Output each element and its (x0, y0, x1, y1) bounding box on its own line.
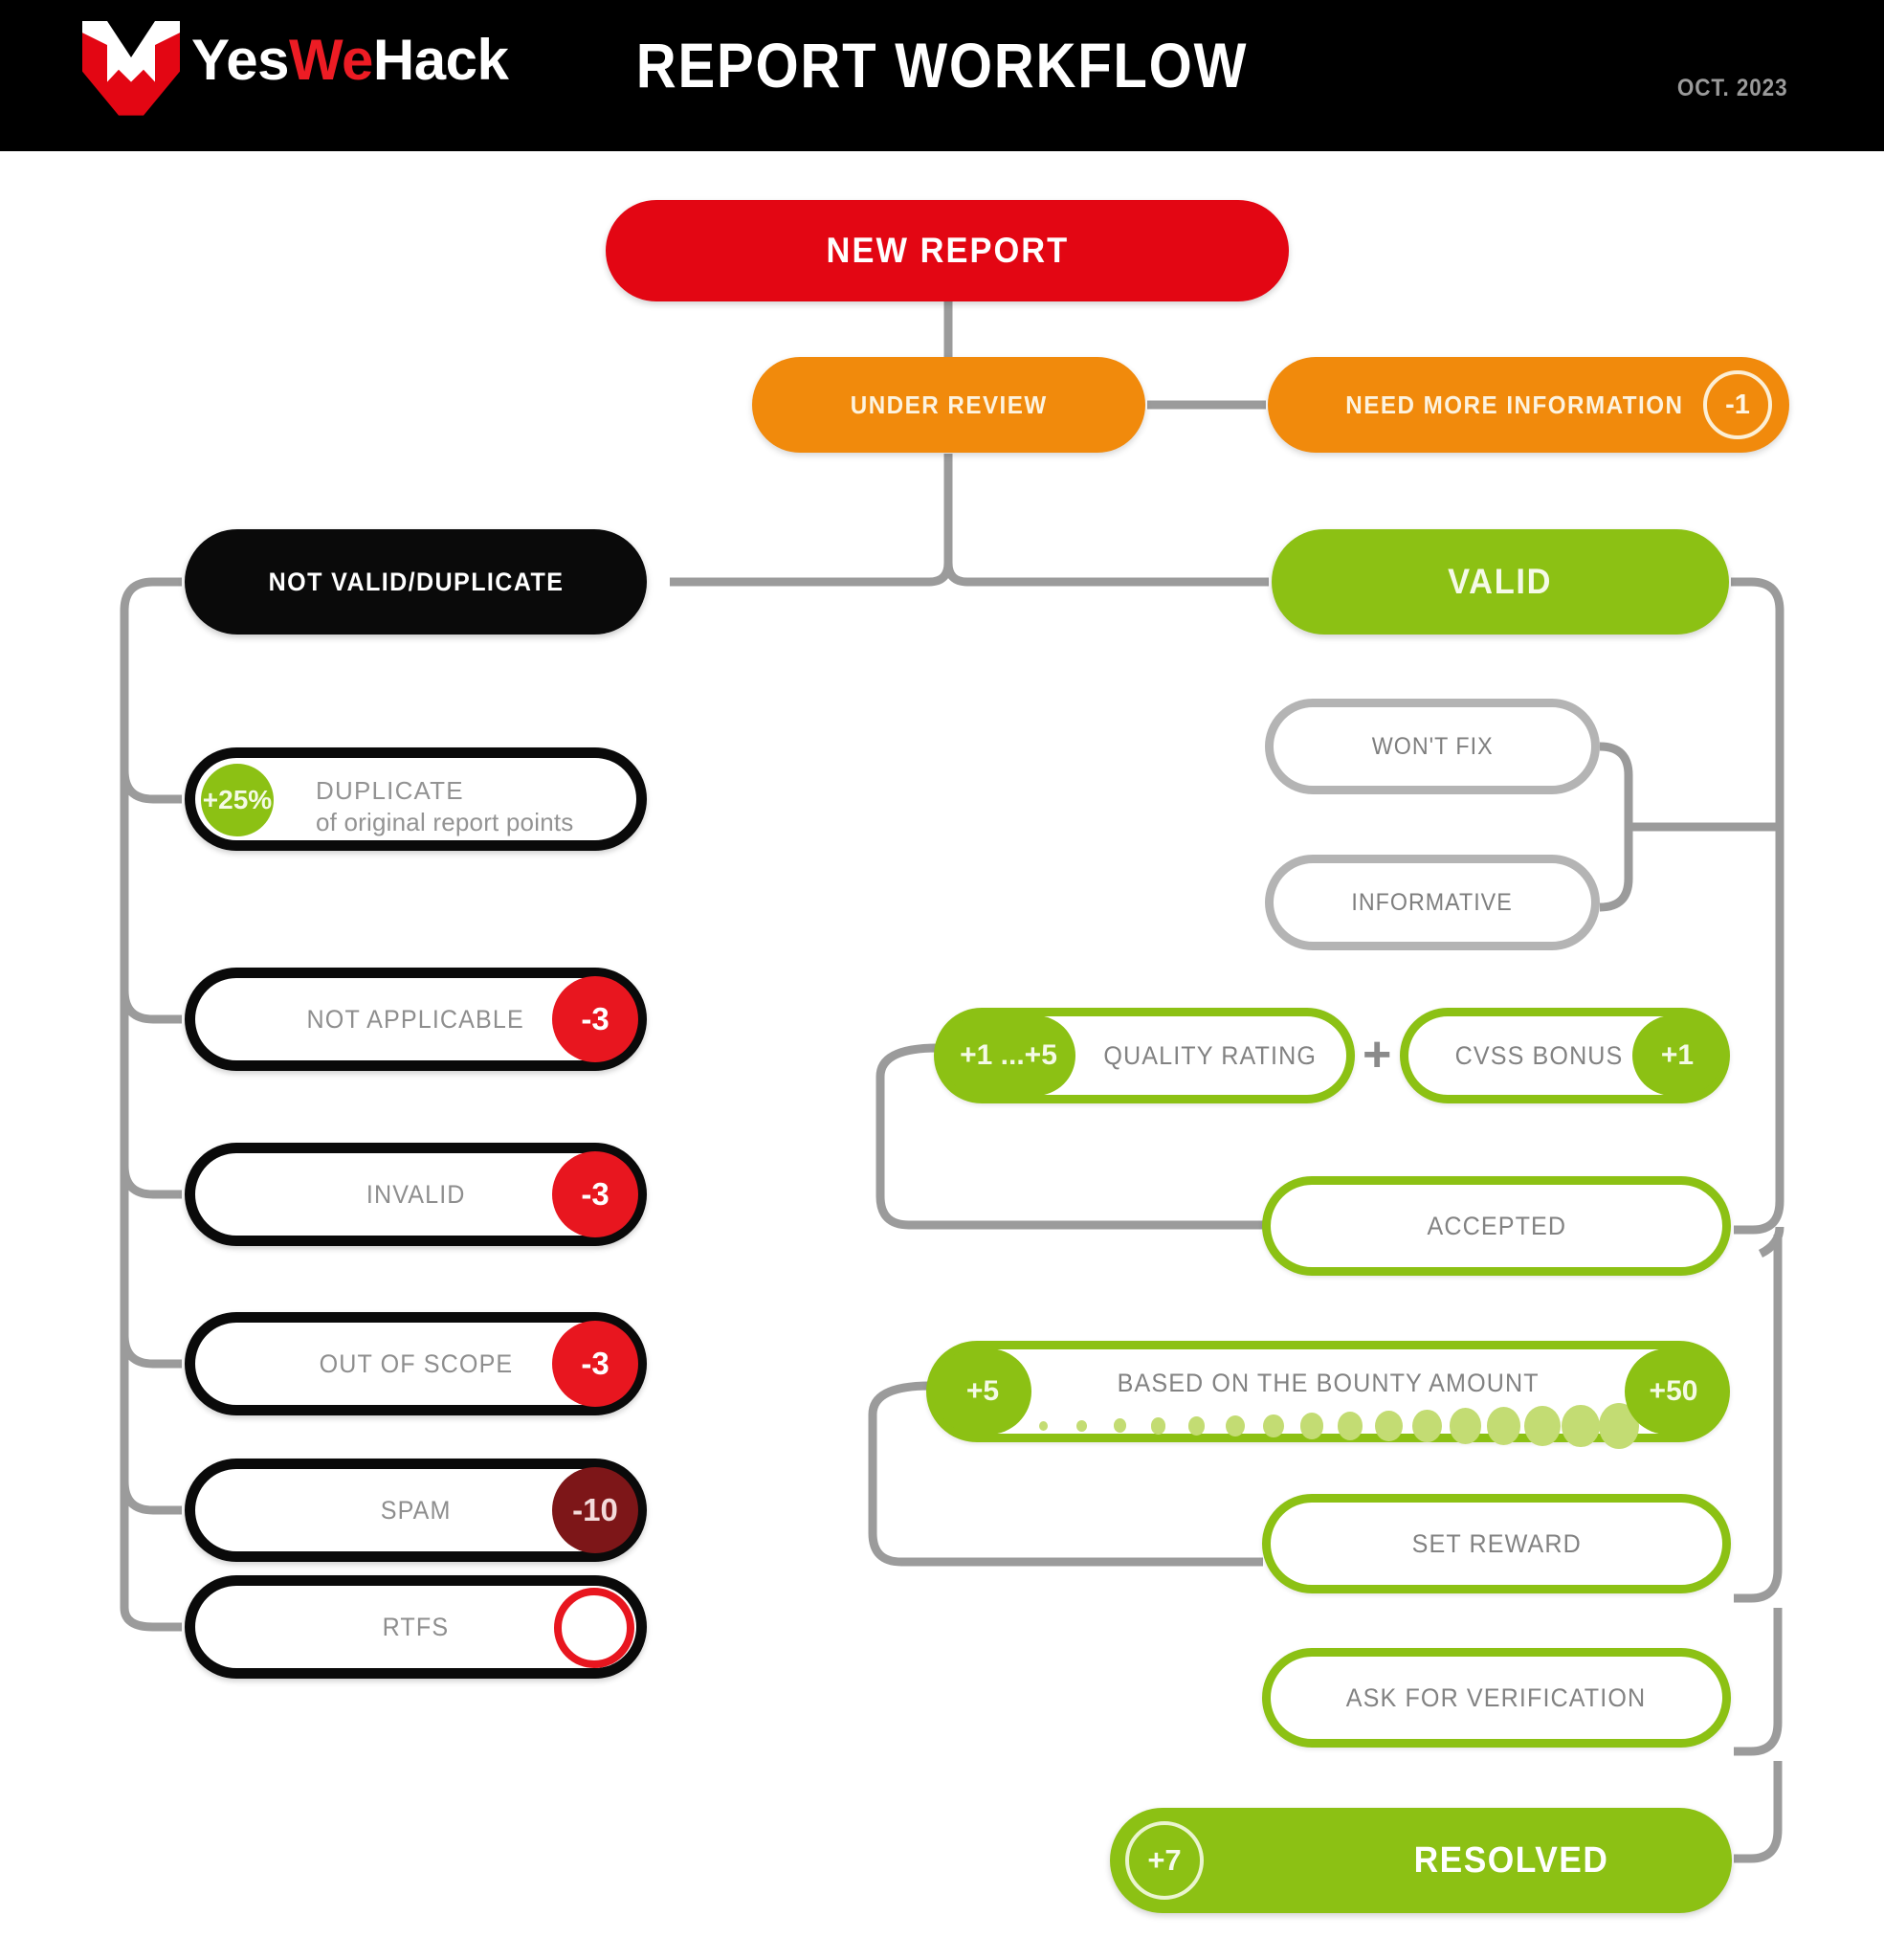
bounty-scale-dot (1486, 1407, 1521, 1445)
plus-operator: + (1363, 1027, 1392, 1082)
pill-not-applicable-label: NOT APPLICABLE (306, 1004, 525, 1034)
pill-invalid[interactable]: INVALID -3 (185, 1143, 647, 1246)
pill-accepted[interactable]: ACCEPTED (1262, 1176, 1731, 1276)
not-applicable-score-badge: -3 (552, 976, 638, 1062)
pill-spam-label: SPAM (380, 1495, 452, 1525)
node-resolved-label: RESOLVED (1413, 1839, 1609, 1881)
rtfs-score-badge (554, 1588, 634, 1668)
pill-invalid-label: INVALID (366, 1179, 466, 1209)
page-title: REPORT WORKFLOW (635, 30, 1249, 100)
pill-spam[interactable]: SPAM -10 (185, 1459, 647, 1562)
pill-rtfs[interactable]: RTFS (185, 1575, 647, 1679)
invalid-score-badge: -3 (552, 1151, 638, 1237)
pill-wont-fix[interactable]: WON'T FIX (1265, 699, 1600, 794)
resolved-score-badge: +7 (1125, 1821, 1204, 1900)
page-header: YesWeHack REPORT WORKFLOW OCT. 2023 (0, 0, 1884, 151)
duplicate-text-block: DUPLICATE of original report points (316, 775, 573, 838)
bounty-scale-dot (1337, 1412, 1363, 1440)
pill-out-of-scope-label: OUT OF SCOPE (319, 1348, 513, 1378)
bounty-scale-dot (1374, 1410, 1403, 1442)
pill-set-reward[interactable]: SET REWARD (1262, 1494, 1731, 1593)
bounty-max-score-badge: +50 (1625, 1348, 1722, 1435)
node-not-valid-duplicate-label: NOT VALID/DUPLICATE (268, 567, 564, 596)
brand-we: We (288, 28, 373, 92)
quality-rating-score-badge: +1 ...+5 (942, 1015, 1075, 1096)
bounty-scale-dot (1225, 1414, 1245, 1437)
node-new-report-label: NEW REPORT (826, 231, 1069, 270)
pill-ask-for-verification-label: ASK FOR VERIFICATION (1346, 1682, 1647, 1712)
bounty-scale-dot (1299, 1413, 1324, 1439)
bounty-scale-dot (1411, 1409, 1442, 1443)
pill-accepted-label: ACCEPTED (1427, 1211, 1566, 1240)
pill-cvss-bonus[interactable]: CVSS BONUS +1 (1400, 1008, 1730, 1103)
brand-wordmark: YesWeHack (191, 32, 509, 89)
node-valid[interactable]: VALID (1272, 529, 1729, 635)
node-need-more-information-label: NEED MORE INFORMATION (1345, 390, 1684, 419)
bounty-scale-dot (1038, 1420, 1048, 1432)
node-under-review-label: UNDER REVIEW (850, 390, 1048, 419)
out-of-scope-score-badge: -3 (552, 1321, 638, 1407)
need-more-information-score-badge: -1 (1703, 370, 1772, 439)
node-not-valid-duplicate[interactable]: NOT VALID/DUPLICATE (185, 529, 647, 635)
bounty-scale-dot (1449, 1408, 1482, 1444)
bounty-scale-dot (1561, 1404, 1600, 1448)
bounty-min-score-badge: +5 (934, 1348, 1031, 1435)
pill-duplicate[interactable]: +25% DUPLICATE of original report points (185, 747, 647, 851)
brand-hack: Hack (372, 28, 509, 92)
node-new-report[interactable]: NEW REPORT (606, 200, 1289, 301)
bounty-scale-dot (1523, 1405, 1561, 1447)
bounty-scale-dot (1187, 1416, 1206, 1436)
node-under-review[interactable]: UNDER REVIEW (752, 357, 1145, 453)
brand-yes: Yes (191, 28, 289, 92)
duplicate-sublabel: of original report points (316, 807, 574, 836)
pill-rtfs-label: RTFS (382, 1612, 450, 1641)
duplicate-score-badge: +25% (201, 764, 274, 836)
node-resolved[interactable]: RESOLVED +7 (1110, 1808, 1732, 1913)
bounty-scale-dots (935, 1349, 1721, 1449)
pill-informative[interactable]: INFORMATIVE (1265, 855, 1600, 950)
pill-quality-rating-label: QUALITY RATING (1103, 1040, 1317, 1070)
bounty-scale-dot (1262, 1414, 1284, 1438)
pill-informative-label: INFORMATIVE (1351, 888, 1514, 916)
spam-score-badge: -10 (552, 1467, 638, 1553)
pill-quality-rating[interactable]: QUALITY RATING +1 ...+5 (934, 1008, 1355, 1103)
pill-wont-fix-label: WON'T FIX (1371, 732, 1494, 760)
bounty-scale-dot (1113, 1418, 1126, 1434)
bounty-scale-dot (1075, 1419, 1087, 1433)
node-need-more-information[interactable]: NEED MORE INFORMATION -1 (1268, 357, 1789, 453)
pill-cvss-bonus-label: CVSS BONUS (1454, 1040, 1624, 1070)
yeswehack-logo-icon (78, 19, 184, 129)
pill-set-reward-label: SET REWARD (1411, 1528, 1582, 1558)
pill-bounty-amount-label: BASED ON THE BOUNTY AMOUNT (1117, 1368, 1540, 1397)
duplicate-label: DUPLICATE (316, 776, 464, 805)
pill-not-applicable[interactable]: NOT APPLICABLE -3 (185, 968, 647, 1071)
page-date: OCT. 2023 (1677, 75, 1788, 101)
node-valid-label: VALID (1448, 562, 1553, 601)
cvss-bonus-score-badge: +1 (1632, 1015, 1722, 1096)
pill-bounty-amount[interactable]: BASED ON THE BOUNTY AMOUNT +5 +50 (926, 1341, 1730, 1449)
pill-out-of-scope[interactable]: OUT OF SCOPE -3 (185, 1312, 647, 1415)
bounty-scale-dot (1150, 1417, 1166, 1435)
pill-ask-for-verification[interactable]: ASK FOR VERIFICATION (1262, 1648, 1731, 1748)
